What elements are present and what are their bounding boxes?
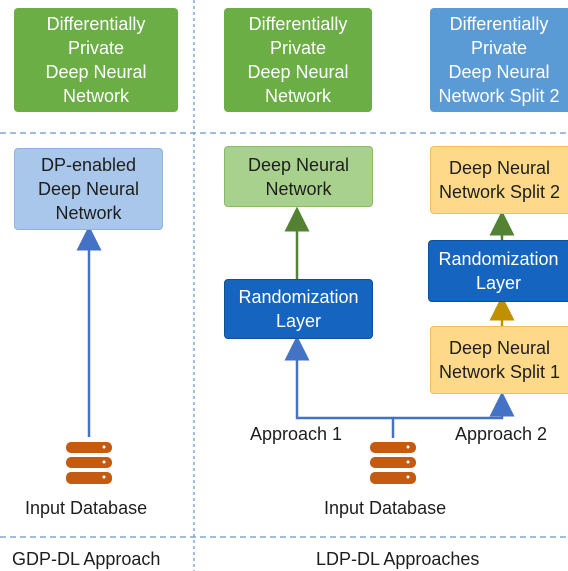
top-dp-dnn-split2-text: Differentially Private Deep Neural Netwo… bbox=[438, 14, 560, 106]
dnn-split1-box: Deep Neural Network Split 1 bbox=[430, 326, 568, 394]
ldp-database-label: Input Database bbox=[324, 498, 447, 518]
approach2-label: Approach 2 bbox=[455, 424, 548, 444]
top-dp-dnn-gdp-text: Differentially Private Deep Neural Netwo… bbox=[45, 14, 147, 106]
randomization-layer-1-text: Randomization Layer bbox=[238, 287, 359, 331]
gdp-database-label: Input Database bbox=[25, 498, 148, 518]
gdp-database-icon bbox=[66, 442, 112, 484]
top-dp-dnn-ldp: Differentially Private Deep Neural Netwo… bbox=[224, 8, 372, 112]
dp-enabled-dnn-box: DP-enabled Deep Neural Network bbox=[14, 148, 163, 230]
randomization-layer-2-text: Randomization Layer bbox=[438, 249, 559, 293]
top-dp-dnn-split2: Differentially Private Deep Neural Netwo… bbox=[430, 8, 568, 112]
dp-enabled-dnn-text: DP-enabled Deep Neural Network bbox=[37, 155, 140, 223]
dnn-box: Deep Neural Network bbox=[224, 146, 373, 207]
dnn-split2-box: Deep Neural Network Split 2 bbox=[430, 146, 568, 214]
approach1-label: Approach 1 bbox=[250, 424, 343, 444]
top-dp-dnn-gdp: Differentially Private Deep Neural Netwo… bbox=[14, 8, 178, 112]
approach2-arrow bbox=[393, 391, 515, 420]
dnn-split2-text: Deep Neural Network Split 2 bbox=[438, 158, 561, 202]
approach1-arrow bbox=[284, 335, 395, 438]
dnn-split1-text: Deep Neural Network Split 1 bbox=[438, 338, 561, 382]
ldp-database-icon bbox=[370, 442, 416, 484]
dnn-box-text: Deep Neural Network bbox=[247, 154, 350, 199]
gdp-footer-label: GDP-DL Approach bbox=[12, 549, 161, 569]
randomization-layer-1: Randomization Layer bbox=[224, 279, 373, 339]
ldp-footer-label: LDP-DL Approaches bbox=[316, 549, 480, 569]
top-dp-dnn-ldp-text: Differentially Private Deep Neural Netwo… bbox=[247, 14, 349, 106]
randomization-layer-2: Randomization Layer bbox=[428, 240, 568, 302]
